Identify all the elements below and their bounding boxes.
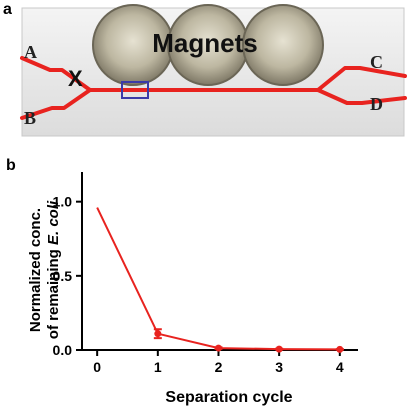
- x-tick-label: 4: [336, 359, 344, 375]
- data-point: [336, 345, 344, 353]
- data-point: [154, 330, 162, 338]
- data-point: [214, 344, 222, 352]
- y-axis-label-line1: Normalized conc.: [27, 208, 44, 332]
- roi-box: [121, 81, 149, 99]
- x-tick-label: 1: [154, 359, 162, 375]
- x-tick-label: 3: [275, 359, 283, 375]
- outlet-d-channel: [316, 88, 407, 105]
- data-marks: [96, 207, 344, 353]
- y-tick-label: 0.5: [53, 268, 73, 284]
- junction-x-label: X: [68, 66, 83, 91]
- y-axis-label-organism: E. coli: [45, 200, 62, 245]
- series-line: [96, 207, 340, 351]
- port-b-label: B: [24, 108, 36, 128]
- magnet-3: [242, 4, 324, 86]
- data-point: [275, 345, 283, 353]
- svg-text:of remaining E. coli: of remaining E. coli: [45, 200, 62, 339]
- x-tick-label: 0: [93, 359, 101, 375]
- panel-b-label: b: [6, 157, 16, 174]
- inlet-a-channel: [20, 56, 92, 92]
- inlet-b-channel: [20, 88, 92, 120]
- y-axis-label-line2: of remaining: [45, 245, 62, 339]
- panel-a-label: a: [3, 1, 12, 18]
- x-tick-label: 2: [215, 359, 223, 375]
- y-tick-label: 0.0: [53, 342, 73, 358]
- magnets-label: Magnets: [152, 28, 257, 58]
- magnets: [92, 4, 324, 86]
- x-axis-label: Separation cycle: [165, 389, 292, 406]
- outlet-c-channel: [316, 66, 407, 92]
- y-tick-label: 1.0: [53, 194, 73, 210]
- device-photo: Magnets A B C D X a: [3, 1, 407, 137]
- port-c-label: C: [370, 52, 383, 72]
- port-d-label: D: [370, 94, 383, 114]
- channels: [20, 56, 407, 120]
- y-axis-label: Normalized conc. of remaining E. coli: [27, 200, 62, 339]
- port-a-label: A: [24, 42, 37, 62]
- concentration-chart: b Normalized conc. of remaining E. coli …: [6, 157, 358, 406]
